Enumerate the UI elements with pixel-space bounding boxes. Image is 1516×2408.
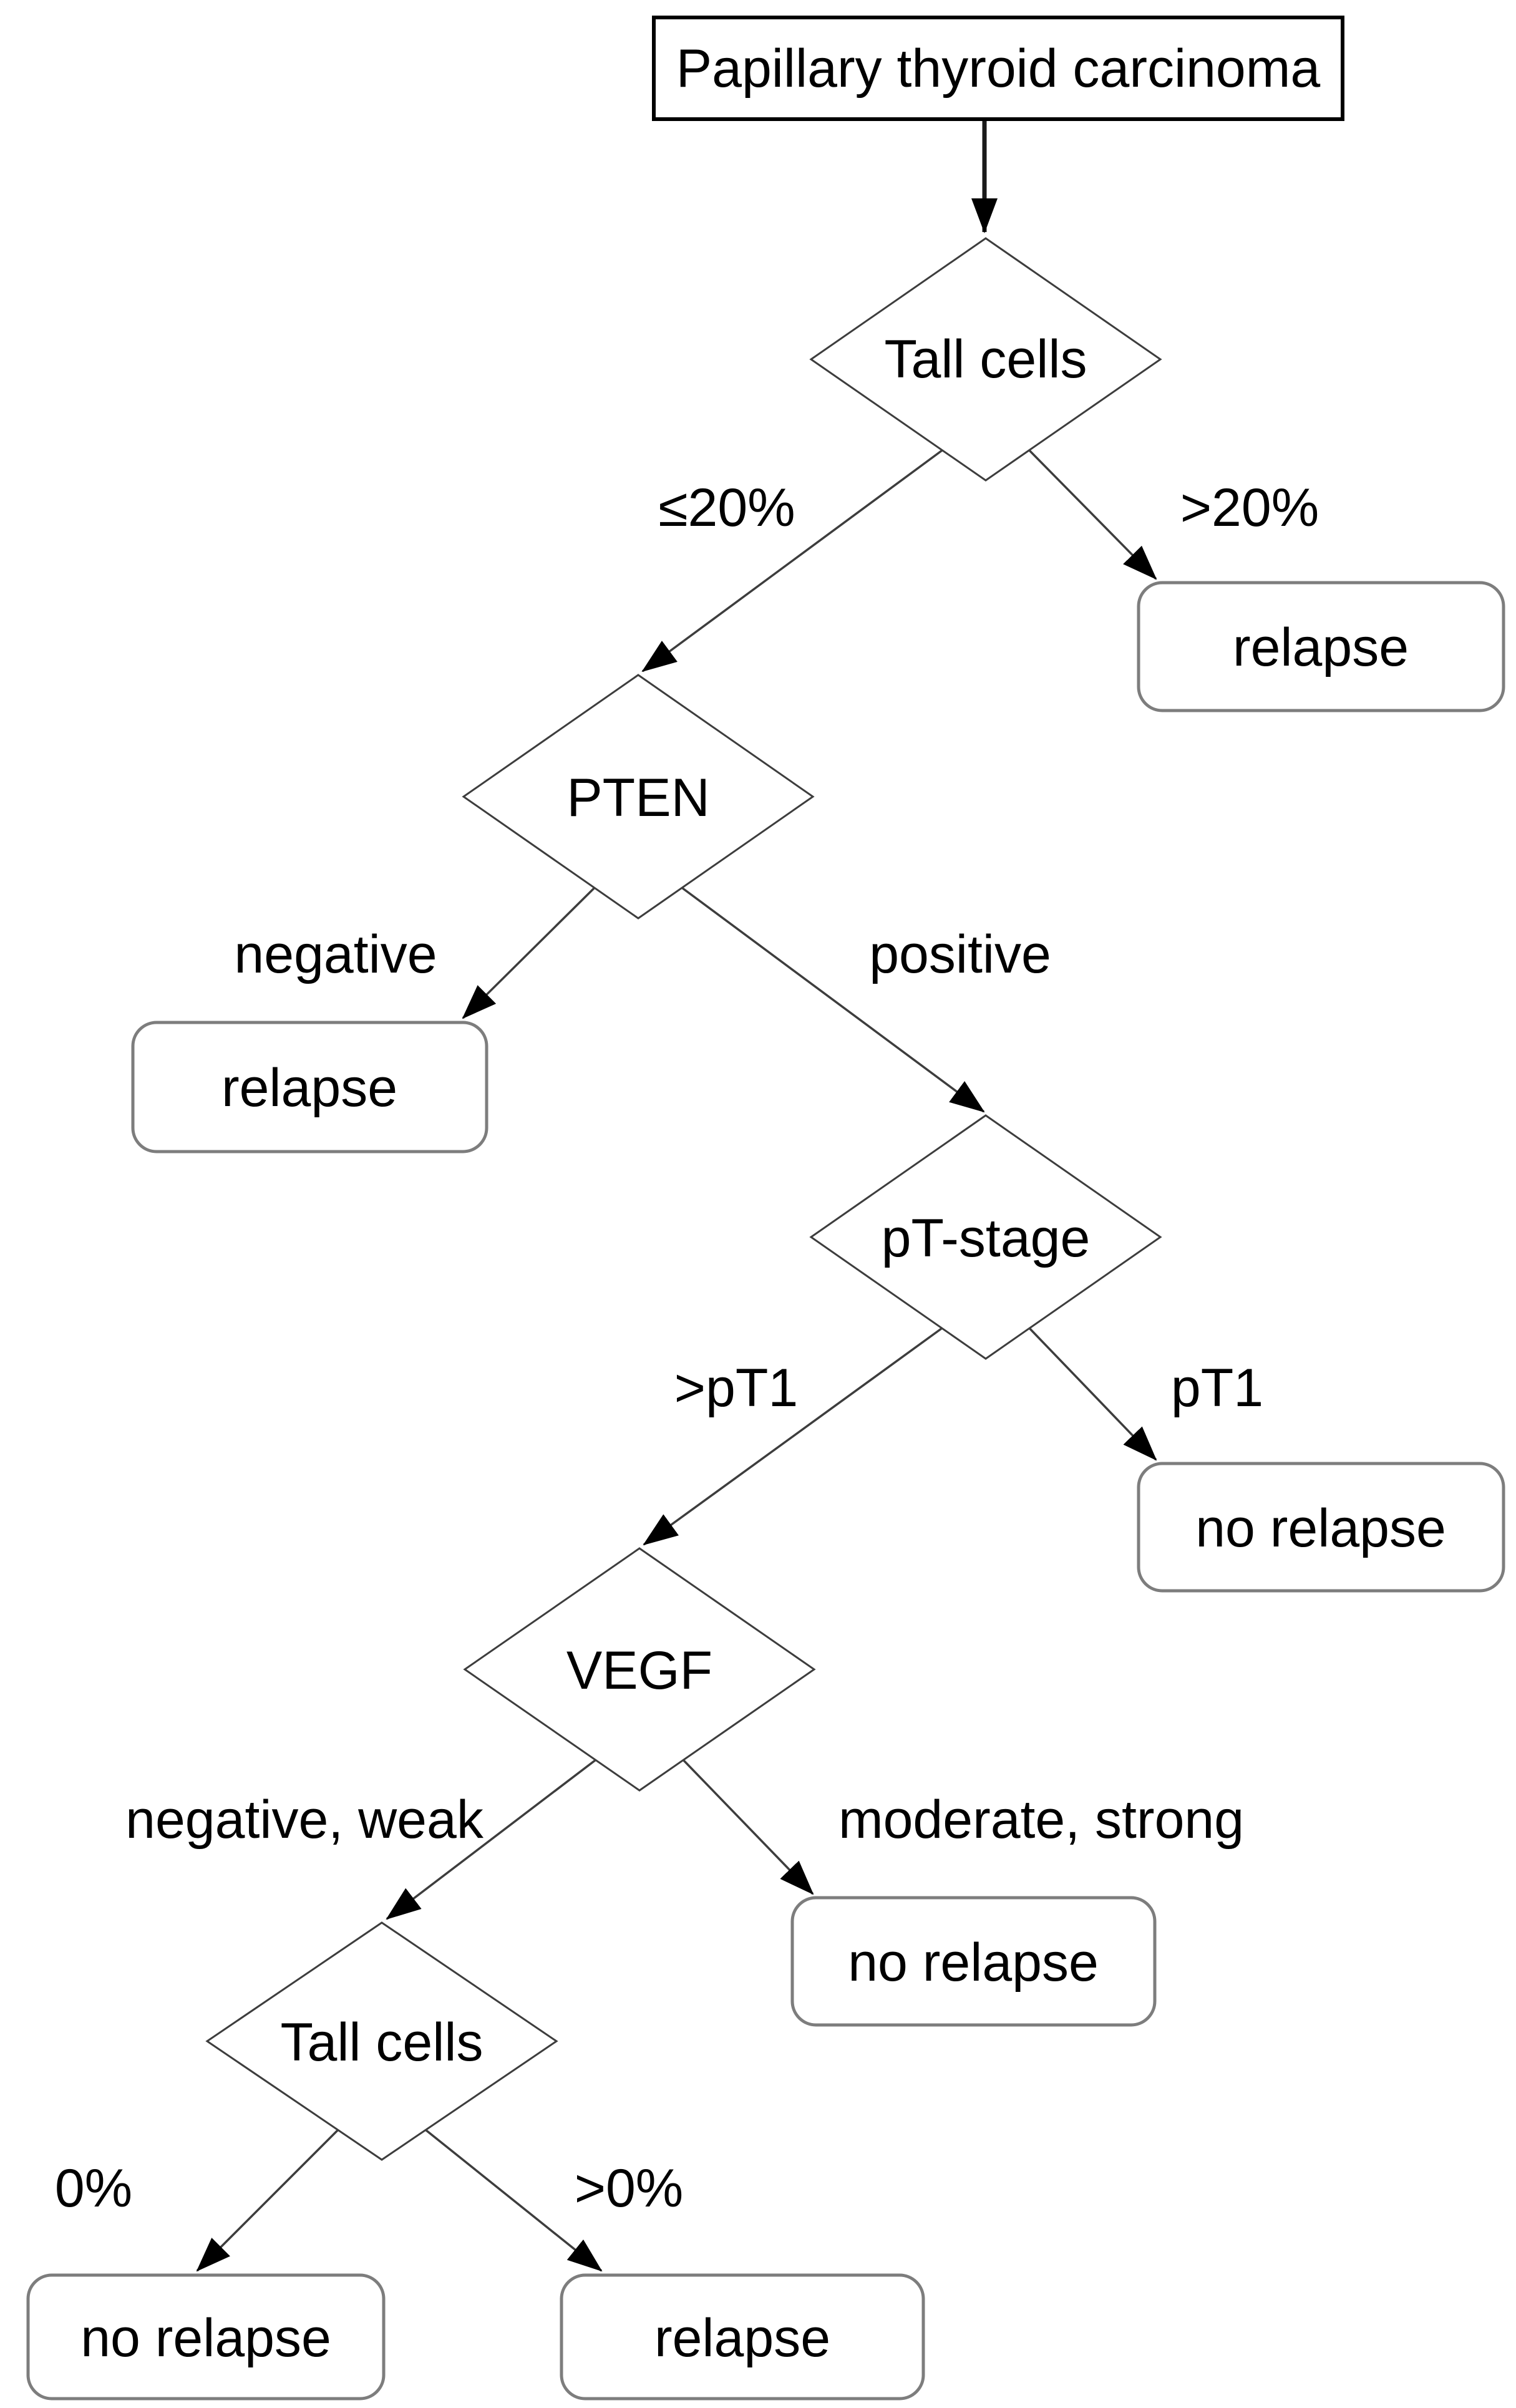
relapse-tall1-label: relapse (1233, 618, 1409, 677)
node-tall-cells-2: Tall cells (205, 1921, 558, 2161)
root-label: Papillary thyroid carcinoma (676, 39, 1321, 99)
vegf-label: VEGF (566, 1641, 712, 1701)
edge-label-0pct: 0% (55, 2158, 132, 2218)
node-no-relapse-pt: no relapse (1137, 1462, 1505, 1593)
edge-label-gt-pt1: >pT1 (674, 1358, 798, 1418)
edge-tall-cells-2-left (196, 2129, 339, 2272)
node-relapse-tall1: relapse (1137, 581, 1505, 712)
pten-label: PTEN (566, 768, 709, 828)
decision-diamond-vegf (463, 1547, 816, 1792)
edge-labels: ≤20% >20% negative positive >pT1 pT1 neg… (55, 478, 1319, 2218)
decision-diamond-pten (462, 674, 815, 920)
relapse-tall1-box (1137, 581, 1505, 712)
decision-diamond-tall-cells-2 (205, 1921, 558, 2161)
edge-label-positive: positive (869, 925, 1051, 984)
node-no-relapse-tall2: no relapse (26, 2273, 386, 2401)
node-relapse-pten: relapse (131, 1021, 488, 1153)
pt-stage-label: pT-stage (882, 1208, 1091, 1268)
root-box (652, 16, 1344, 121)
node-pt-stage: pT-stage (809, 1114, 1162, 1360)
edge-label-negative-weak: negative, weak (125, 1790, 484, 1850)
no-relapse-vegf-box (790, 1896, 1157, 2027)
edge-label-gt20: >20% (1180, 478, 1319, 538)
edge-label-le20: ≤20% (658, 478, 795, 538)
decision-diamond-tall-cells-1 (809, 237, 1162, 482)
node-root: Papillary thyroid carcinoma (652, 16, 1344, 121)
no-relapse-tall2-label: no relapse (80, 2308, 331, 2368)
edge-tall-cells-2-right (424, 2129, 603, 2272)
no-relapse-tall2-box (26, 2273, 386, 2401)
node-vegf: VEGF (463, 1547, 816, 1792)
edge-tall-cells-1-left (641, 449, 943, 672)
relapse-pten-label: relapse (221, 1058, 397, 1118)
edge-pt-stage-right (1028, 1327, 1157, 1461)
node-relapse-tall2: relapse (560, 2273, 925, 2401)
node-tall-cells-1: Tall cells (809, 237, 1162, 482)
decision-diamond-pt-stage (809, 1114, 1162, 1360)
edge-label-gt0pct: >0% (575, 2158, 684, 2218)
node-no-relapse-vegf: no relapse (790, 1896, 1157, 2027)
no-relapse-pt-box (1137, 1462, 1505, 1593)
node-pten: PTEN (462, 674, 815, 920)
relapse-pten-box (131, 1021, 488, 1153)
relapse-tall2-label: relapse (654, 2308, 830, 2368)
edge-vegf-right (682, 1759, 814, 1895)
edge-tall-cells-1-right (1028, 449, 1157, 580)
relapse-tall2-box (560, 2273, 925, 2401)
edge-label-negative: negative (234, 925, 437, 984)
edge-pten-left (462, 886, 596, 1019)
tall-cells-1-label: Tall cells (885, 329, 1087, 389)
edge-pten-right (681, 886, 985, 1113)
edge-label-pt1: pT1 (1171, 1358, 1263, 1418)
no-relapse-pt-label: no relapse (1195, 1498, 1446, 1558)
edge-vegf-left (386, 1759, 597, 1920)
tall-cells-2-label: Tall cells (281, 2012, 483, 2072)
edge-label-moderate-strong: moderate, strong (838, 1790, 1244, 1850)
edges (196, 121, 1157, 2272)
no-relapse-vegf-label: no relapse (848, 1933, 1099, 1993)
edge-pt-stage-left (643, 1327, 943, 1546)
